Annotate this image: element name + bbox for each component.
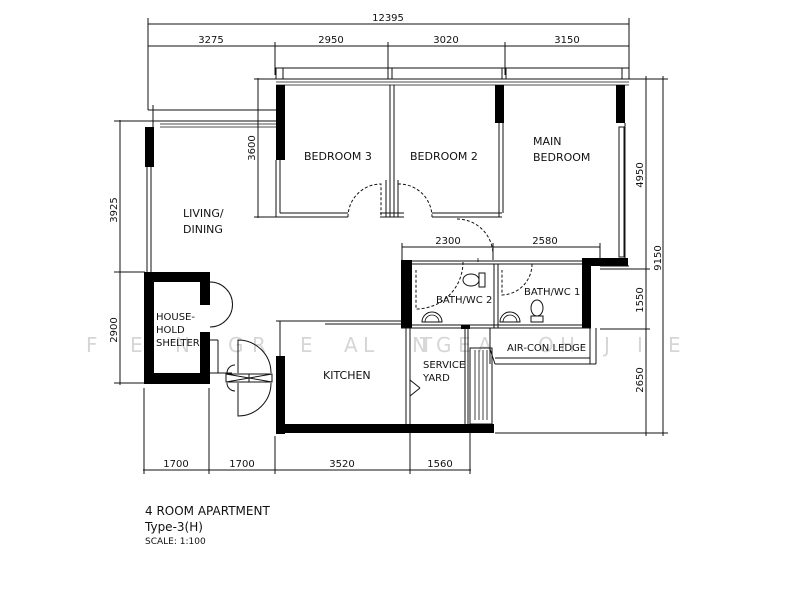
dim-top-4: 3150 [554,35,579,46]
dim-left-2: 2900 [109,317,120,342]
label-bedroom-2: BEDROOM 2 [410,150,478,163]
label-main-bedroom-1: MAIN [533,135,562,148]
svg-text:N: N [412,333,427,357]
svg-text:E: E [458,333,471,357]
plan-title: 4 ROOM APARTMENT [145,504,270,518]
dim-bottom-4: 1560 [427,459,452,470]
label-main-bedroom-2: BEDROOM [533,151,590,164]
label-service-1: SERVICE [423,360,465,371]
dim-top-3: 3020 [433,35,458,46]
svg-text:G: G [436,333,452,357]
dim-top-1: 3275 [198,35,223,46]
dim-right-2: 1550 [635,287,646,312]
dim-bottom-3: 3520 [329,459,354,470]
svg-text:A: A [344,333,358,357]
label-shelter-2: HOLD [156,325,185,336]
label-bath-1: BATH/WC 1 [524,287,580,298]
dim-bath-2: 2580 [532,236,557,247]
svg-text:G: G [228,333,244,357]
svg-text:E: E [130,333,143,357]
dim-total-width: 12395 [372,13,404,24]
svg-text:E: E [300,333,313,357]
svg-text:O: O [538,333,554,357]
label-living-2: DINING [183,223,223,236]
left-dimensions: 3925 2900 3600 [109,78,276,385]
label-living-1: LIVING/ [183,207,224,220]
top-dimensions: 12395 3275 2950 3020 3150 [147,13,630,110]
doors [209,183,533,417]
svg-text:T: T [419,333,433,357]
label-service-2: YARD [422,373,450,384]
plan-scale: SCALE: 1:100 [145,537,206,547]
label-aircon-ledge: AIR-CON LEDGE [507,343,586,354]
svg-text:J: J [602,333,610,357]
svg-text:F: F [86,333,98,357]
svg-text:R: R [252,333,266,357]
dim-right-3: 2650 [635,367,646,392]
bottom-dimensions: 1700 1700 3520 1560 [143,388,471,474]
watermark: F E N G R E A L T E A N G O H J I E [86,333,681,357]
bath-dimensions: 2300 2580 [401,236,601,260]
room-labels: BEDROOM 3 BEDROOM 2 MAIN BEDROOM LIVING/… [156,135,590,384]
right-dimensions: 4950 1550 2650 9150 [495,76,668,436]
label-kitchen: KITCHEN [323,369,371,382]
label-shelter-3: SHELTER [156,338,200,349]
toilet-icon [462,272,486,288]
dim-right-1: 4950 [635,162,646,187]
bath-fixtures [421,258,544,323]
dim-bath-1: 2300 [435,236,460,247]
toilet-icon [530,299,544,323]
dim-total-depth: 9150 [653,245,664,270]
svg-text:A: A [478,333,492,357]
label-shelter-1: HOUSE- [156,312,195,323]
dim-bedroom3-depth: 3600 [247,135,258,160]
sink-icon [499,311,521,323]
plan-type: Type-3(H) [145,520,203,534]
walls [144,67,630,434]
svg-text:E: E [668,333,681,357]
svg-text:I: I [637,333,643,357]
sink-icon [421,311,443,323]
label-bedroom-3: BEDROOM 3 [304,150,372,163]
svg-text:L: L [363,333,375,357]
label-bath-2: BATH/WC 2 [436,295,492,306]
svg-text:N: N [175,333,190,357]
dim-bottom-2: 1700 [229,459,254,470]
dim-left-1: 3925 [109,197,120,222]
dim-top-2: 2950 [318,35,343,46]
svg-text:H: H [560,333,575,357]
dim-bottom-1: 1700 [163,459,188,470]
